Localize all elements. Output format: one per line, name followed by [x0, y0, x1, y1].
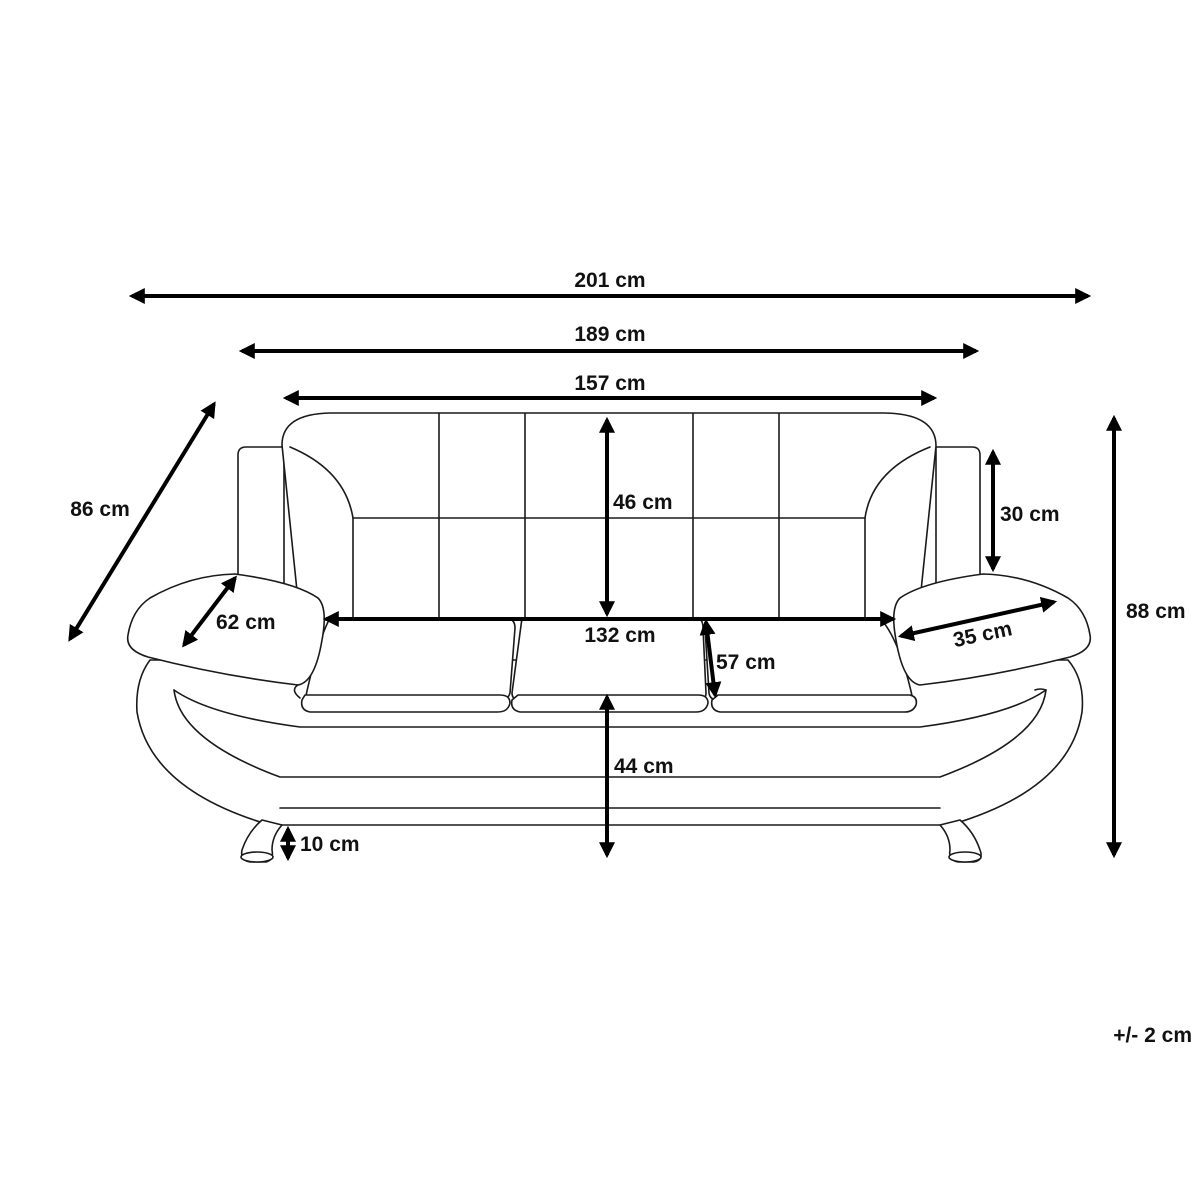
label-armrest-back-height: 30 cm: [1000, 503, 1060, 526]
backrest-right-wing: [864, 446, 931, 621]
label-leg-height: 10 cm: [300, 833, 360, 856]
label-back-inner-width: 157 cm: [574, 372, 645, 395]
dim-arrow-armrest-width: [897, 596, 1058, 642]
label-total-width: 201 cm: [574, 269, 645, 292]
leg-right: [939, 819, 982, 863]
backrest-left-wing: [289, 446, 354, 621]
label-armrest-depth: 62 cm: [216, 611, 276, 634]
left-side-panel: [237, 446, 285, 591]
base-inner-curve: [173, 688, 1047, 778]
label-total-height: 88 cm: [1126, 600, 1186, 623]
seat-cushion-left: [304, 617, 516, 701]
label-depth: 86 cm: [70, 498, 130, 521]
dim-arrow-seat-depth: [699, 618, 722, 699]
dimension-arrows: [68, 288, 1122, 862]
label-back-outer-width: 189 cm: [574, 323, 645, 346]
seat-front-left: [300, 694, 511, 713]
right-side-panel: [935, 446, 981, 591]
seat-front-middle: [510, 694, 709, 713]
backrest-stitch-vertical: [438, 412, 780, 621]
label-seat-depth: 57 cm: [716, 651, 776, 674]
label-tolerance: +/- 2 cm: [1113, 1024, 1192, 1047]
dim-arrow-armrest-depth: [182, 575, 237, 648]
seat-front-right: [710, 694, 918, 713]
label-seat-height: 44 cm: [614, 755, 674, 778]
label-seat-width: 132 cm: [584, 624, 655, 647]
dim-arrow-depth: [68, 401, 216, 642]
label-backrest-height: 46 cm: [613, 491, 673, 514]
